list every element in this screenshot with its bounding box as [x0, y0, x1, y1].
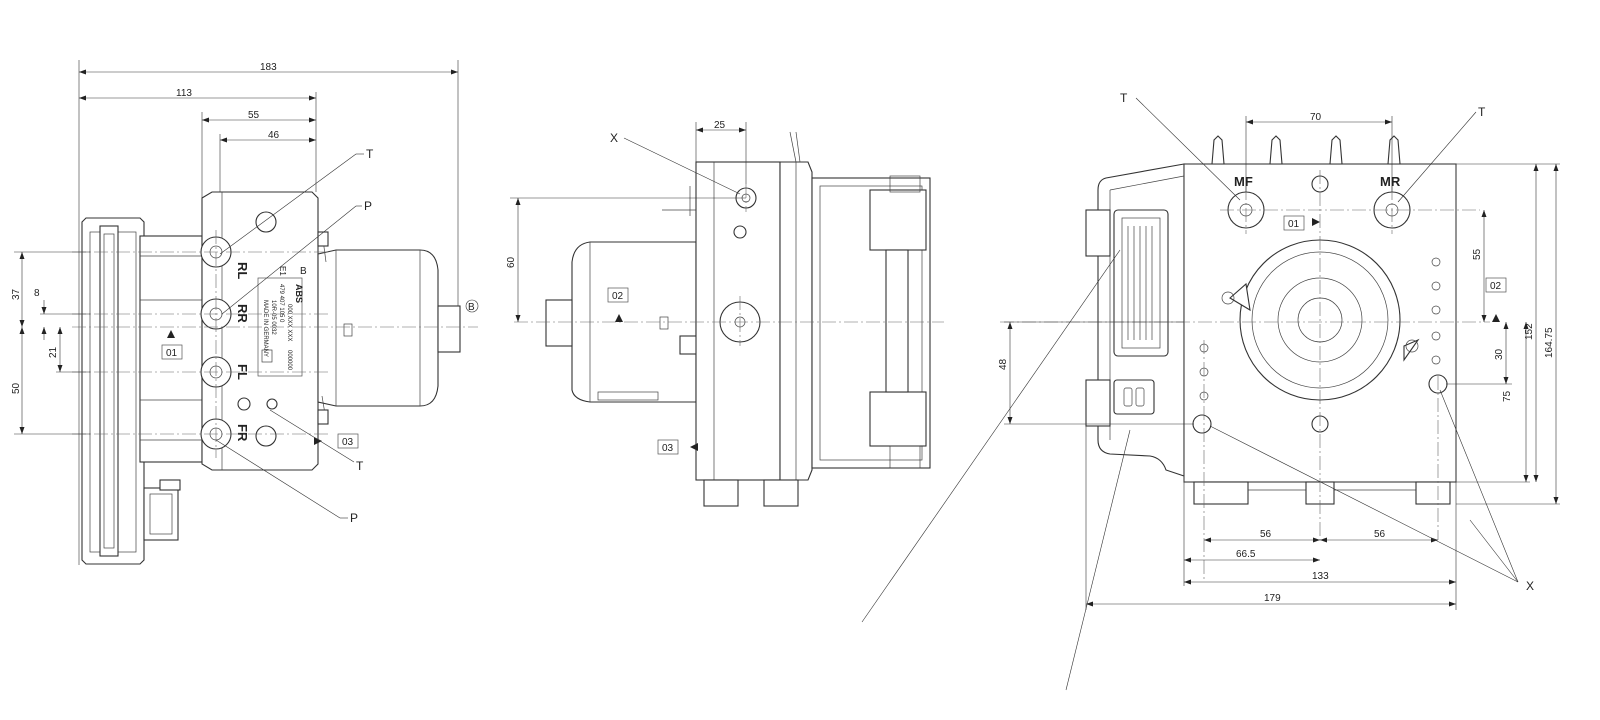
dim-164-75: 164.75 — [1544, 327, 1555, 358]
dim-55-right: 55 — [1472, 248, 1483, 260]
ref-box-02: 02 — [607, 287, 629, 322]
middle-view: 25 60 02 03 X — [506, 120, 944, 507]
ref-box-03-mid: 03 — [657, 439, 698, 455]
callout-p-upper: P — [364, 199, 372, 213]
port-label-rr: RR — [235, 304, 250, 323]
callout-t-right-right: T — [1478, 105, 1486, 119]
dim-8: 8 — [34, 288, 40, 299]
port-label-rl: RL — [235, 262, 250, 279]
left-view: RL RR FL FR ABS 000 XXX XXX 479 407 105 … — [11, 60, 479, 565]
port-label-fr: FR — [235, 424, 250, 442]
callout-t-lower: T — [356, 459, 364, 473]
ref-01-right-label: 01 — [1288, 219, 1300, 230]
nameplate: ABS 000 XXX XXX 479 407 105 0 10R-05 003… — [257, 266, 304, 377]
dim-21: 21 — [48, 346, 59, 358]
callout-x-right: X — [1526, 579, 1534, 593]
label-b-upper: B — [300, 266, 307, 277]
ref-03-mid-label: 03 — [662, 443, 674, 454]
dim-56-right: 56 — [1374, 529, 1386, 540]
ref-box-01: 01 — [161, 330, 183, 360]
nameplate-mark: E1 — [278, 266, 287, 276]
dim-48: 48 — [998, 358, 1009, 370]
nameplate-line-2: 479 407 105 0 — [278, 284, 284, 323]
dim-183: 183 — [260, 62, 277, 73]
nameplate-line-4: MADE IN GERMANY — [262, 300, 268, 357]
ref-box-02-right: 02 — [1485, 277, 1507, 322]
ref-02-label: 02 — [612, 291, 624, 302]
dim-30: 30 — [1494, 348, 1505, 360]
right-view: MF MR 70 — [861, 91, 1560, 691]
dim-133: 133 — [1312, 571, 1329, 582]
port-label-fl: FL — [235, 364, 250, 380]
dim-70: 70 — [1310, 112, 1322, 123]
ref-box-03: 03 — [314, 433, 359, 449]
dim-113: 113 — [176, 88, 192, 99]
ref-01-label: 01 — [166, 348, 178, 359]
dim-25: 25 — [714, 120, 726, 131]
callout-p-lower: P — [350, 511, 358, 525]
dim-60: 60 — [506, 256, 517, 268]
nameplate-line-1: 000 XXX XXX — [286, 304, 292, 341]
port-label-mf: MF — [1234, 174, 1253, 189]
nameplate-line-5: 000000 — [286, 350, 292, 371]
callout-x-middle: X — [610, 131, 618, 145]
callout-t-upper: T — [366, 147, 374, 161]
nameplate-brand: ABS — [294, 284, 304, 303]
dim-46: 46 — [268, 130, 280, 141]
callout-t-right-left: T — [1120, 91, 1128, 105]
dim-152: 152 — [1524, 323, 1535, 340]
port-label-mr: MR — [1380, 174, 1401, 189]
dim-56-left: 56 — [1260, 529, 1272, 540]
dim-179: 179 — [1264, 593, 1281, 604]
callout-b-right: B — [468, 302, 475, 313]
ref-03-label: 03 — [342, 437, 354, 448]
dim-50: 50 — [11, 382, 22, 394]
ref-box-01-right: 01 — [1283, 215, 1320, 231]
dim-55: 55 — [248, 110, 260, 121]
nameplate-line-3: 10R-05 0032 — [270, 300, 276, 335]
dim-75: 75 — [1502, 390, 1513, 402]
dim-37: 37 — [11, 288, 22, 300]
dim-66-5: 66.5 — [1236, 549, 1256, 560]
ref-02-right-label: 02 — [1490, 281, 1502, 292]
